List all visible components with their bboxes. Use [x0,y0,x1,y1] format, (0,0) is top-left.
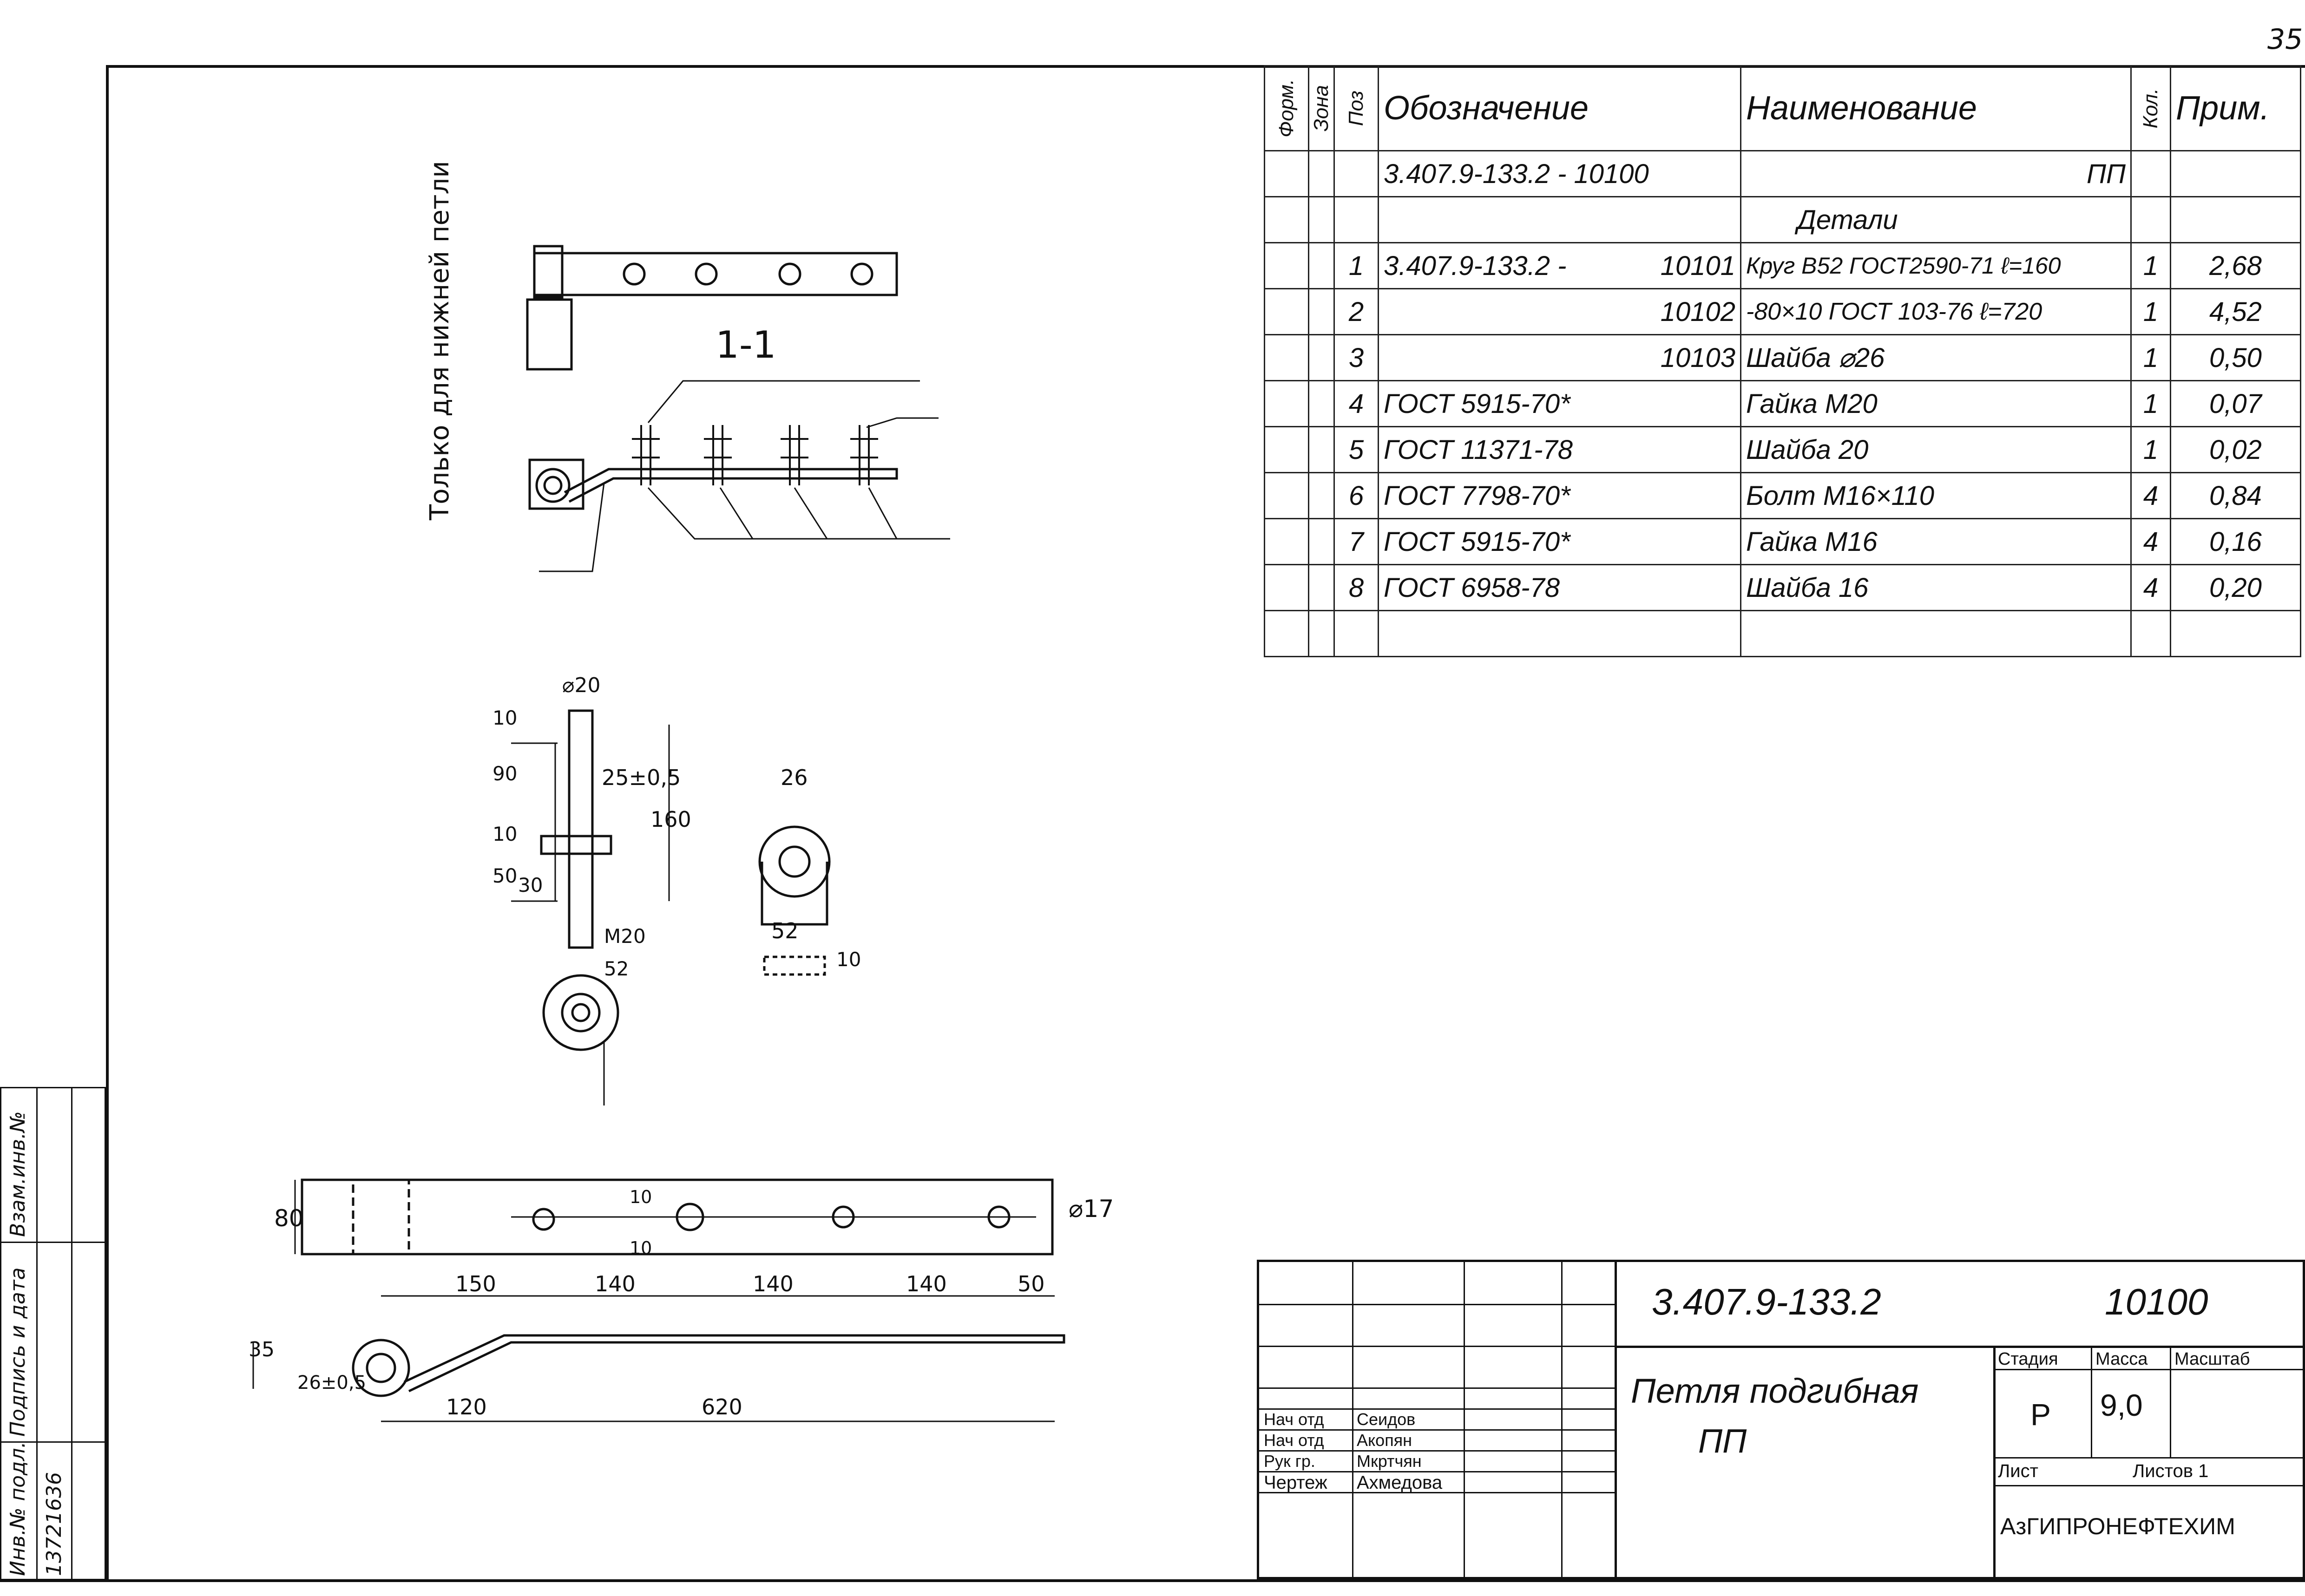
frame-bottom-line [0,1579,2305,1582]
table-row: 1 3.407.9-133.2 -10101 Круг В52 ГОСТ2590… [1264,242,2301,289]
label-35: 35 [249,1338,275,1361]
washer-side [763,955,826,976]
label-140c: 140 [906,1271,947,1296]
label-26-tol: 26±0,5 [297,1372,366,1393]
label-50: 50 [493,864,517,887]
assembly-designation: 3.407.9-133.2 - 10100 [1378,150,1741,197]
header-format: Форм. [1264,65,1309,151]
label-140a: 140 [595,1271,636,1296]
signature-role: Рук гр. [1264,1452,1315,1471]
signature-role: Нач отд [1264,1431,1324,1450]
label-120: 120 [446,1394,487,1419]
specification-table: Форм. Зона Поз Обозначение Наименование … [1264,65,2301,657]
section-label: 1-1 [716,323,776,366]
sheets-label: Листов 1 [2133,1461,2209,1481]
signature-name: Акопян [1357,1431,1412,1450]
pin-bottom-view [542,974,619,1051]
section-title: Детали [1740,196,2132,243]
doc-title-code: ПП [1698,1423,1747,1460]
label-diameter-17: ⌀17 [1069,1195,1114,1223]
frame-top-line [107,65,2305,68]
mass-label: Масса [2095,1349,2148,1369]
signature-name: Сеидов [1357,1410,1416,1429]
signature-name: Ахмедова [1357,1472,1443,1493]
label-80: 80 [274,1205,304,1232]
pin-collar [540,835,612,855]
label-10c: 10 [836,948,861,971]
label-diameter-20: ⌀20 [562,674,600,697]
label-140b: 140 [753,1271,794,1296]
stage-label: Стадия [1998,1349,2058,1369]
doc-title: Петля подгибная [1631,1372,1919,1410]
label-10d: 10 [630,1187,652,1207]
label-50b: 50 [1018,1271,1045,1296]
label-10: 10 [493,706,517,729]
bent-strap [564,468,898,503]
label-m20: М20 [604,925,646,948]
view-note: Только для нижней петли [425,161,455,521]
header-qty: Кол. [2130,65,2171,151]
label-90: 90 [493,762,517,785]
pin-body [568,709,594,949]
plate-detail [301,1178,1054,1256]
label-25: 25±0,5 [602,765,681,790]
table-row: 8 ГОСТ 6958-78 Шайба 16 4 0,20 [1264,564,2301,611]
label-10b: 10 [493,823,517,845]
label-52: 52 [604,957,629,980]
assembly-row: 3.407.9-133.2 - 10100 ПП [1264,150,2301,197]
doc-number: 3.407.9-133.2 [1652,1281,1881,1322]
signature-role: Чертеж [1264,1472,1327,1493]
header-name: Наименование [1740,65,2132,151]
bolt [632,425,878,485]
header-pos: Поз [1333,65,1379,151]
header-zone: Зона [1308,65,1335,151]
washer-front [758,825,831,898]
header-note: Прим. [2170,65,2301,151]
assembly-name: ПП [1740,150,2132,197]
table-row: 5 ГОСТ 11371-78 Шайба 20 1 0,02 [1264,426,2301,473]
organization: АзГИПРОНЕФТЕХИМ [2000,1513,2235,1539]
label-150: 150 [455,1271,496,1296]
doc-code: 10100 [2105,1281,2208,1322]
table-header-row: Форм. Зона Поз Обозначение Наименование … [1264,65,2301,151]
label-30: 30 [518,874,543,896]
sheet-number: 35 [2267,23,2303,56]
table-row: 4 ГОСТ 5915-70* Гайка М20 1 0,07 [1264,380,2301,427]
head-top-view [533,245,564,299]
strap-eye [352,1339,410,1397]
signature-name: Мкртчян [1357,1452,1422,1471]
label-26: 26 [781,765,808,790]
table-row: 2 10102 -80×10 ГОСТ 103-76 ℓ=720 1 4,52 [1264,288,2301,335]
sheet-label: Лист [1998,1461,2038,1481]
label-620: 620 [702,1394,742,1419]
title-block: 3.407.9-133.2 10100 Петля подгибная ПП С… [1257,1260,2305,1579]
frame-left-line [106,65,109,1580]
table-row: 3 10103 Шайба ⌀26 1 0,50 [1264,334,2301,381]
eye-block [528,458,584,510]
side-stamp: Инв.№ подл. Подпись и дата Взам.инв.№ 13… [0,1087,106,1580]
mass-value: 9,0 [2100,1388,2143,1422]
washer-block [526,298,573,371]
stage-value: Р [2030,1397,2051,1432]
label-160: 160 [650,807,691,832]
header-designation: Обозначение [1378,65,1741,151]
scale-label: Масштаб [2174,1349,2250,1369]
signature-role: Нач отд [1264,1410,1324,1429]
table-row: 7 ГОСТ 5915-70* Гайка М16 4 0,16 [1264,518,2301,565]
section-row: Детали [1264,196,2301,243]
label-10e: 10 [630,1238,652,1258]
label-52b: 52 [771,918,799,943]
table-row: 6 ГОСТ 7798-70* Болт М16×110 4 0,84 [1264,472,2301,519]
empty-row [1264,610,2301,657]
